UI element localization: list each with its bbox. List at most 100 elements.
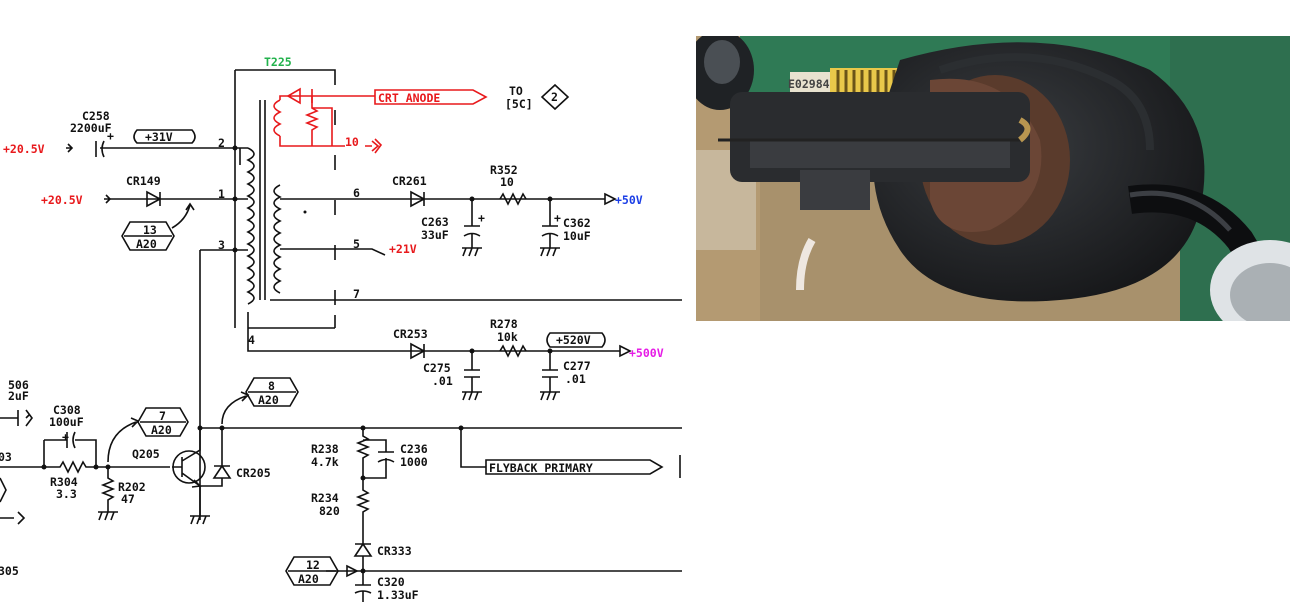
connector-pins (836, 70, 896, 92)
r238-value: 4.7k (311, 455, 339, 469)
r304-name: R304 (50, 475, 78, 489)
r202-resistor (100, 467, 116, 512)
c320-value: 1.33uF (377, 588, 419, 602)
ref8-bot: A20 (258, 393, 279, 407)
secondary-winding (273, 184, 282, 294)
r238-name: R238 (311, 442, 339, 456)
c308-plus: + (62, 430, 69, 444)
ref8-hex (245, 377, 299, 407)
ref12-hex (285, 556, 339, 586)
v20-mid-arrow (104, 194, 112, 204)
flyback-rim (938, 53, 1154, 151)
cap-rim (1230, 263, 1290, 321)
r234-name: R234 (311, 491, 339, 505)
v520-label: +520V (556, 333, 591, 347)
pin-5: 5 (353, 237, 360, 251)
cable-highlight (1129, 190, 1232, 232)
c362-value: 10uF (563, 229, 591, 243)
c258-capacitor (95, 140, 105, 158)
to-ref-label: TO (509, 84, 523, 98)
pin4-wire (247, 312, 620, 352)
ref12-arrow (346, 564, 359, 578)
r278-resistor (499, 344, 527, 358)
node (232, 247, 238, 253)
c362-capacitor (541, 199, 559, 248)
core-lower (750, 140, 1010, 168)
to-ref-number: 2 (551, 90, 558, 104)
polarity-dot (303, 210, 307, 214)
c236-name: C236 (400, 442, 428, 456)
cap-top-highlight (704, 40, 740, 84)
pin-4: 4 (248, 333, 255, 347)
ref13-hex (121, 221, 175, 251)
ref13-arrow (171, 202, 195, 229)
r304-value: 3.3 (56, 487, 77, 501)
node (41, 464, 47, 470)
v20-mid-label: +20.5V (41, 193, 83, 207)
cr149-diode (146, 190, 162, 208)
c275-name: C275 (423, 361, 451, 375)
v520-tag (546, 332, 606, 348)
c275-capacitor (464, 351, 480, 392)
c320-capacitor (354, 571, 372, 602)
v500-arrow (619, 344, 632, 358)
c362-plus: + (554, 211, 561, 225)
v31-tag (133, 129, 196, 144)
r352-value: 10 (500, 175, 514, 189)
transformer-core (259, 100, 266, 300)
v20-top-arrow (66, 143, 74, 153)
r278-value: 10k (497, 330, 518, 344)
photo-label-text: E029840 (788, 77, 837, 91)
c263-plus: + (478, 211, 485, 225)
rod-bend (1018, 117, 1031, 143)
r234-resistor (355, 478, 371, 544)
c506-capacitor (0, 409, 33, 427)
bracket (800, 170, 870, 210)
c263-capacitor (463, 199, 481, 248)
ref13-bot: A20 (136, 237, 157, 251)
pin-2: 2 (218, 136, 225, 150)
r202-ground (98, 511, 118, 521)
hv-resistor (304, 96, 320, 146)
c263-name: C263 (421, 215, 449, 229)
c362-name: C362 (563, 216, 591, 230)
to-ref-sub: [5C] (505, 97, 533, 111)
c506-name: 506 (8, 378, 29, 392)
r352-name: R352 (490, 163, 518, 177)
r234-value: 820 (319, 504, 340, 518)
pin-10: 10 (345, 135, 359, 149)
ref8-arrow (221, 391, 250, 425)
c258-value: 2200uF (70, 121, 112, 135)
q205-label: Q205 (132, 447, 160, 461)
pin5-wire (280, 248, 386, 256)
flyback-wire (460, 428, 486, 468)
c275-value: .01 (432, 374, 453, 388)
pin-6: 6 (353, 186, 360, 200)
node (232, 145, 238, 151)
c277-name: C277 (563, 359, 591, 373)
r238-resistor (355, 428, 371, 478)
hv-bypass (312, 107, 333, 146)
c362-ground (540, 247, 560, 257)
cr261-label: CR261 (392, 174, 427, 188)
pin-1: 1 (218, 187, 225, 201)
c308-value: 100uF (49, 415, 84, 429)
r352-resistor (499, 192, 527, 206)
c277-capacitor (542, 351, 558, 392)
c258-name: C258 (82, 109, 110, 123)
c263-value: 33uF (421, 228, 449, 242)
hv-ground (365, 138, 383, 154)
cut-305: 305 (0, 564, 19, 578)
ref12-bot: A20 (298, 572, 319, 586)
r202-value: 47 (121, 492, 135, 506)
cut-fragment (0, 477, 26, 525)
v50-arrow (604, 192, 617, 206)
c275-ground (462, 391, 482, 401)
cut-03: 03 (0, 450, 12, 464)
flyback-tag (485, 459, 664, 475)
ref8-top: 8 (268, 379, 275, 393)
cr205-label: CR205 (236, 466, 271, 480)
c263-ground (462, 247, 482, 257)
v50-label: +50V (615, 193, 643, 207)
